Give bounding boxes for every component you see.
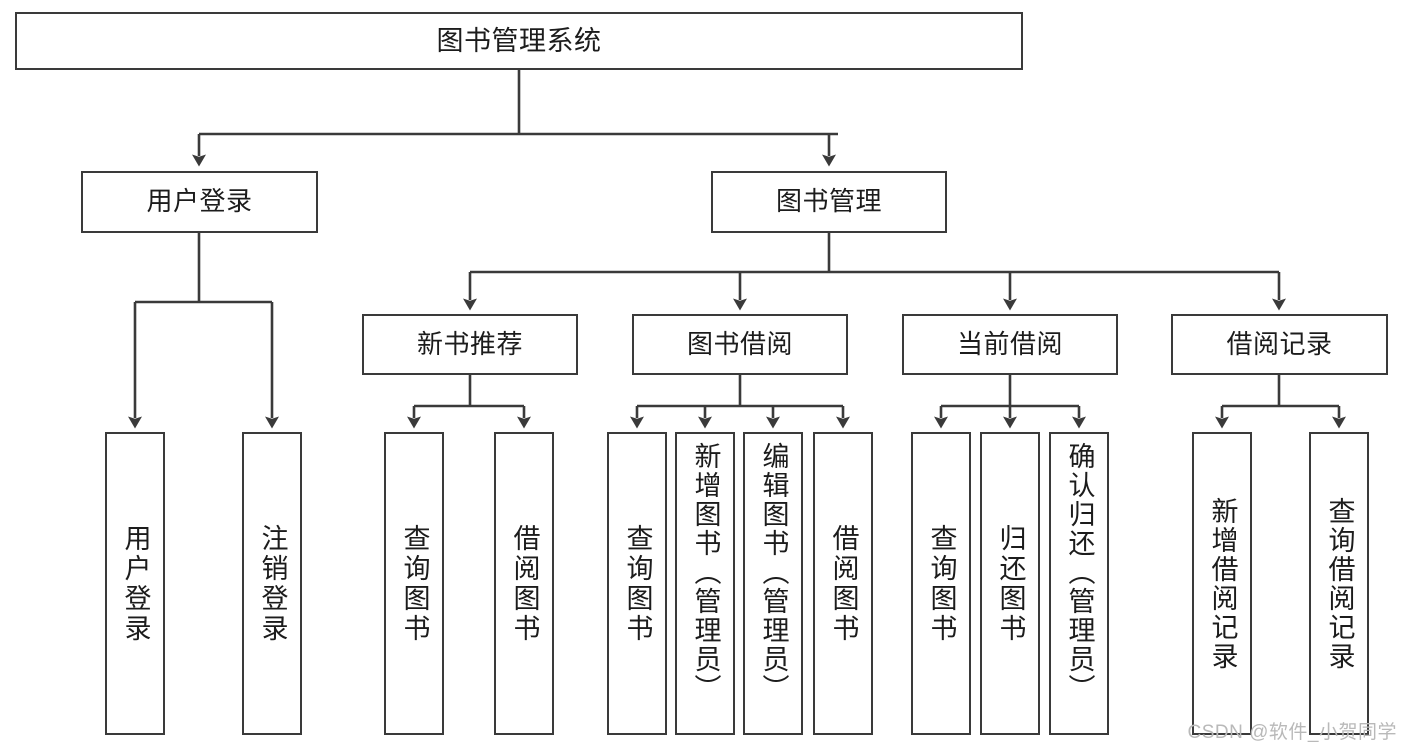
leaf-query-borrow-record[interactable]: 查询借阅记录 xyxy=(1309,432,1369,735)
leaf-borrow-book-recommend[interactable]: 借阅图书 xyxy=(494,432,554,735)
node-label: 查询图书 xyxy=(926,523,957,644)
csdn-watermark: CSDN @软件_小贺同学 xyxy=(1187,722,1397,743)
leaf-return-book[interactable]: 归还图书 xyxy=(980,432,1040,735)
node-book-borrow[interactable]: 图书借阅 xyxy=(632,314,848,375)
node-label: 新增图书（管理员） xyxy=(690,442,721,703)
node-label: 查询图书 xyxy=(399,523,430,644)
node-label: 图书管理 xyxy=(775,186,882,217)
node-label: 当前借阅 xyxy=(956,328,1063,359)
node-label: 归还图书 xyxy=(995,523,1026,644)
node-root-system[interactable]: 图书管理系统 xyxy=(15,12,1023,70)
leaf-add-borrow-record[interactable]: 新增借阅记录 xyxy=(1192,432,1252,735)
node-label: 编辑图书（管理员） xyxy=(758,442,789,703)
node-label: 借阅图书 xyxy=(509,523,540,644)
leaf-edit-book-admin[interactable]: 编辑图书（管理员） xyxy=(743,432,803,735)
node-label: 借阅图书 xyxy=(828,523,859,644)
node-new-book-recommend[interactable]: 新书推荐 xyxy=(362,314,578,375)
node-book-management[interactable]: 图书管理 xyxy=(711,171,947,233)
leaf-query-book-recommend[interactable]: 查询图书 xyxy=(384,432,444,735)
node-label: 注销登录 xyxy=(257,523,288,644)
leaf-confirm-return-admin[interactable]: 确认归还（管理员） xyxy=(1049,432,1109,735)
node-borrow-record[interactable]: 借阅记录 xyxy=(1171,314,1388,375)
leaf-query-book-current[interactable]: 查询图书 xyxy=(911,432,971,735)
leaf-logout-login[interactable]: 注销登录 xyxy=(242,432,302,735)
node-label: 查询图书 xyxy=(622,523,653,644)
leaf-query-book-borrow[interactable]: 查询图书 xyxy=(607,432,667,735)
node-label: 借阅记录 xyxy=(1226,328,1333,359)
node-user-login[interactable]: 用户登录 xyxy=(81,171,318,233)
node-label: 图书借阅 xyxy=(686,328,793,359)
node-current-borrow[interactable]: 当前借阅 xyxy=(902,314,1118,375)
node-label: 图书管理系统 xyxy=(436,25,602,56)
node-label: 用户登录 xyxy=(120,523,151,644)
node-label: 用户登录 xyxy=(146,186,253,217)
node-label: 新增借阅记录 xyxy=(1207,496,1238,671)
node-label: 查询借阅记录 xyxy=(1324,496,1355,671)
leaf-add-book-admin[interactable]: 新增图书（管理员） xyxy=(675,432,735,735)
leaf-user-login[interactable]: 用户登录 xyxy=(105,432,165,735)
node-label: 确认归还（管理员） xyxy=(1064,442,1095,703)
node-label: 新书推荐 xyxy=(416,328,523,359)
leaf-borrow-book[interactable]: 借阅图书 xyxy=(813,432,873,735)
